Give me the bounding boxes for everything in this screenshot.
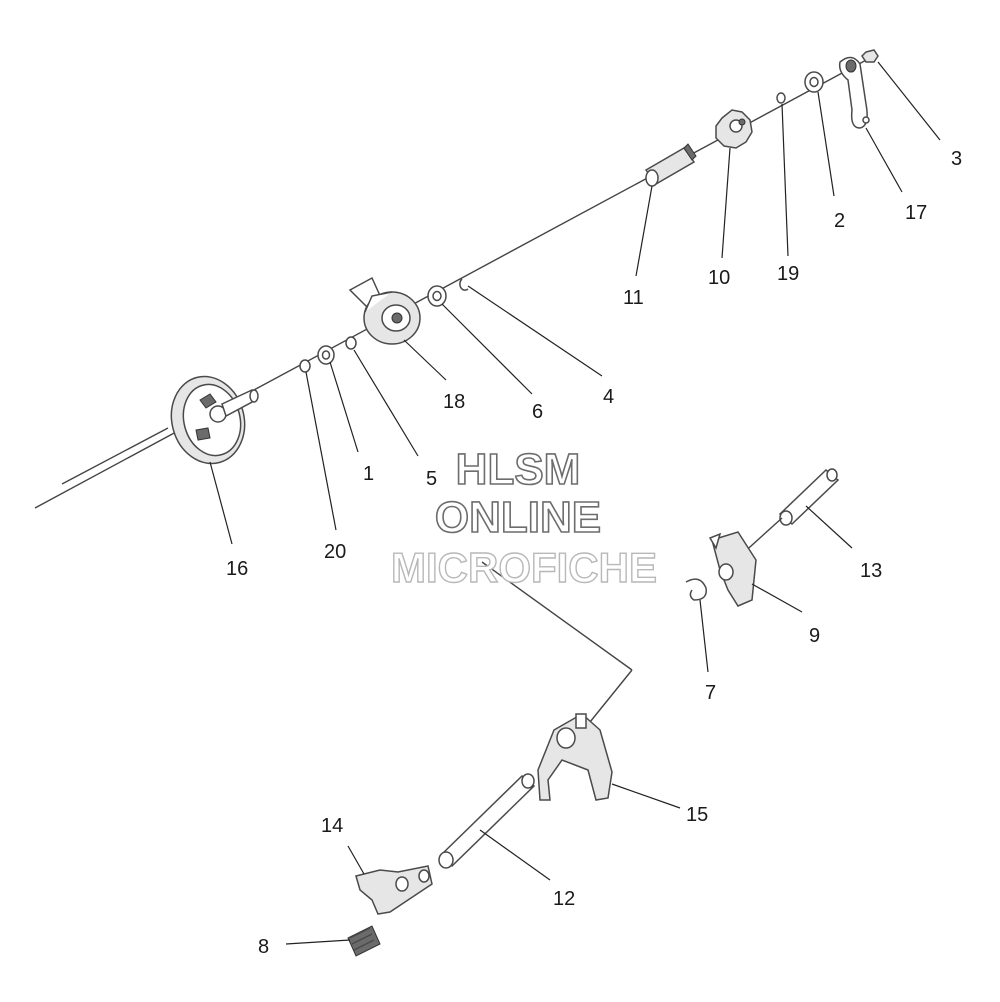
leader-2 — [817, 91, 835, 197]
leader-11 — [635, 185, 653, 277]
leader-19 — [781, 103, 789, 257]
part-3-nut[interactable] — [861, 49, 879, 63]
leader-4 — [467, 285, 603, 377]
part-10-gear[interactable] — [715, 109, 753, 149]
watermark-line-2: ONLINE — [435, 493, 601, 542]
part-6-washer[interactable] — [427, 285, 447, 307]
part-12-rod[interactable] — [438, 773, 536, 869]
callout-3: 3 — [951, 148, 962, 170]
leader-15 — [611, 783, 681, 809]
callout-7: 7 — [705, 682, 716, 704]
main-shaft-axis-lower — [61, 427, 169, 485]
callout-15: 15 — [686, 804, 708, 826]
leader-9 — [751, 583, 803, 613]
leader-17 — [865, 127, 903, 193]
part-8-spring[interactable] — [347, 925, 381, 957]
part-7-clip[interactable] — [685, 578, 707, 601]
leader-6 — [441, 303, 533, 395]
leader-13 — [805, 505, 853, 549]
leader-10 — [721, 147, 731, 259]
watermark-line-1: HLSM — [456, 445, 581, 494]
leader-8 — [285, 939, 351, 945]
leader-20 — [305, 371, 337, 531]
part-20-ring[interactable] — [299, 359, 311, 373]
watermark-line-3: MICROFICHE — [391, 544, 657, 591]
callout-5: 5 — [426, 468, 437, 490]
part-11-spline-shaft[interactable] — [644, 143, 697, 187]
part-19-ring[interactable] — [776, 92, 786, 104]
callout-1: 1 — [363, 463, 374, 485]
leader-16 — [209, 461, 233, 545]
part-16-disc[interactable] — [162, 368, 259, 472]
callout-18: 18 — [443, 391, 465, 413]
callout-6: 6 — [532, 401, 543, 423]
lower-assembly-axis-2 — [589, 669, 633, 723]
leader-12 — [479, 829, 551, 881]
callout-14: 14 — [321, 815, 343, 837]
callout-17: 17 — [905, 202, 927, 224]
part-17-lever[interactable] — [838, 56, 870, 129]
callout-20: 20 — [324, 541, 346, 563]
part-4-clip[interactable] — [459, 278, 469, 291]
part-13-rod[interactable] — [778, 468, 840, 526]
callout-11: 11 — [623, 287, 644, 309]
leader-7 — [699, 599, 709, 673]
callout-10: 10 — [708, 267, 730, 289]
callout-8: 8 — [258, 936, 269, 958]
callout-12: 12 — [553, 888, 575, 910]
part-14-fork[interactable] — [355, 865, 433, 915]
callout-4: 4 — [603, 386, 614, 408]
callout-16: 16 — [226, 558, 248, 580]
lower-assembly-axis — [481, 561, 633, 671]
leader-1 — [329, 361, 359, 453]
callout-2: 2 — [834, 210, 845, 232]
leader-18 — [403, 339, 447, 381]
callout-13: 13 — [860, 560, 882, 582]
part-5-ring[interactable] — [345, 336, 357, 350]
part-2-washer[interactable] — [804, 71, 824, 93]
callout-19: 19 — [777, 263, 799, 285]
part-18-housing[interactable] — [348, 276, 421, 345]
part-9-fork[interactable] — [708, 531, 757, 607]
leader-14 — [347, 845, 365, 875]
callout-9: 9 — [809, 625, 820, 647]
leader-5 — [353, 349, 419, 457]
leader-3 — [877, 61, 941, 141]
part-15-fork[interactable] — [537, 713, 613, 801]
part-1-washer[interactable] — [317, 345, 335, 365]
